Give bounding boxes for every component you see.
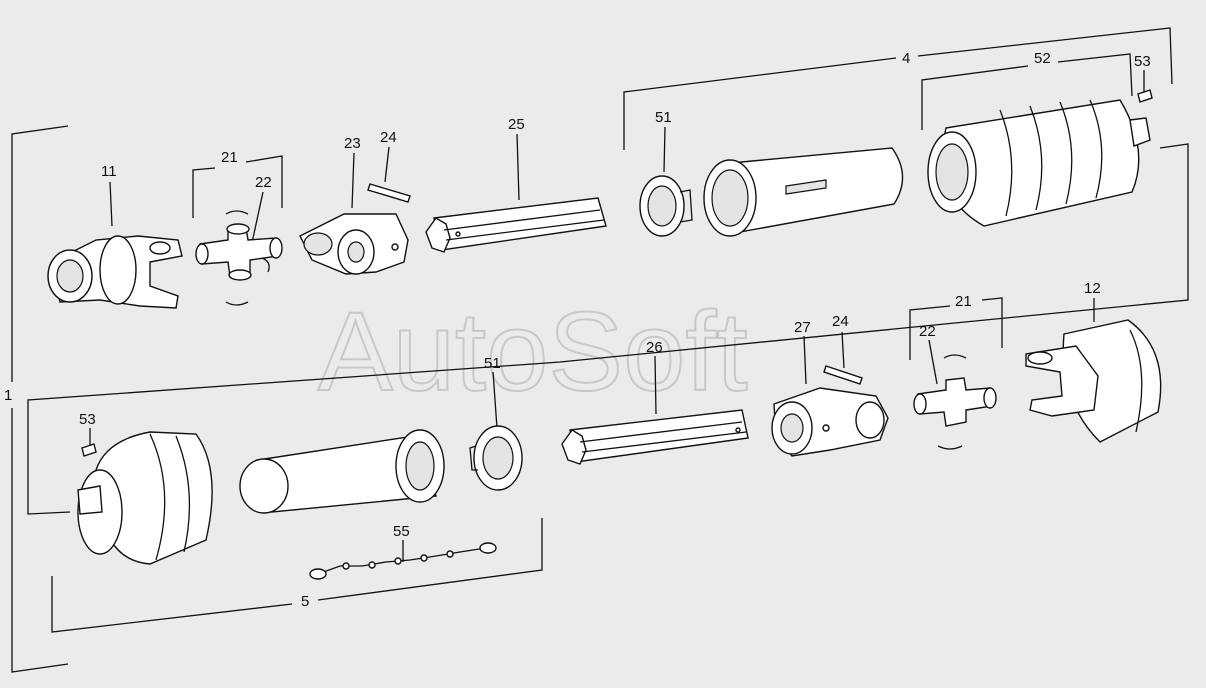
- leader-51-lower: [492, 371, 498, 429]
- label-51-upper: 51: [655, 109, 672, 126]
- label-53-lower: 53: [79, 411, 96, 428]
- part-23-inner-yoke[interactable]: [299, 213, 409, 275]
- leader-24-upper: [384, 146, 390, 183]
- bracket-1: [11, 125, 69, 673]
- bracket-52: [921, 53, 1133, 130]
- part-55-chain[interactable]: [309, 542, 497, 580]
- bellows-guard-lower[interactable]: [77, 431, 213, 565]
- bracket-21-upper: [192, 155, 283, 218]
- part-25-inner-tube[interactable]: [425, 197, 607, 253]
- label-26: 26: [646, 339, 663, 356]
- label-1: 1: [4, 387, 12, 404]
- label-22-upper: 22: [255, 174, 272, 191]
- label-53-upper: 53: [1134, 53, 1151, 70]
- bracket-21-lower: [909, 297, 1003, 360]
- leader-11: [109, 181, 113, 227]
- part-52-bellows-guard[interactable]: [927, 99, 1151, 227]
- part-26-inner-tube[interactable]: [561, 409, 749, 465]
- part-11-yoke[interactable]: [47, 235, 183, 309]
- leader-26: [654, 355, 657, 415]
- label-25: 25: [508, 116, 525, 133]
- label-23: 23: [344, 135, 361, 152]
- part-21-cross-lower[interactable]: [913, 354, 997, 450]
- bracket-5: [51, 518, 543, 633]
- leader-24-lower: [841, 331, 845, 369]
- label-51-lower: 51: [484, 355, 501, 372]
- part-53-screw-upper[interactable]: [1137, 89, 1153, 103]
- label-21-upper: 21: [221, 149, 238, 166]
- watermark: AutoSoft: [318, 289, 748, 414]
- part-24-pin-lower[interactable]: [823, 365, 863, 385]
- label-11: 11: [101, 163, 117, 180]
- label-52: 52: [1034, 50, 1051, 67]
- part-51-ring-upper[interactable]: [639, 175, 693, 237]
- assembly-frame: [27, 143, 1189, 515]
- label-21-lower: 21: [955, 293, 972, 310]
- label-5: 5: [301, 593, 309, 610]
- leader-22-lower: [928, 339, 938, 385]
- leader-27: [803, 335, 807, 385]
- part-27-inner-yoke[interactable]: [771, 387, 889, 457]
- label-24-upper: 24: [380, 129, 397, 146]
- part-53-screw-lower[interactable]: [81, 443, 97, 457]
- leader-51-upper: [663, 126, 666, 173]
- part-4-outer-guard-tube[interactable]: [703, 147, 904, 237]
- label-24-lower: 24: [832, 313, 849, 330]
- bracket-4: [623, 27, 1173, 150]
- label-27: 27: [794, 319, 811, 336]
- leader-23: [351, 152, 355, 209]
- part-24-pin-upper[interactable]: [367, 183, 411, 203]
- label-12: 12: [1084, 280, 1101, 297]
- part-5-outer-guard-tube[interactable]: [239, 429, 445, 514]
- label-4: 4: [902, 50, 910, 67]
- leader-25: [516, 133, 520, 201]
- part-21-cross-upper[interactable]: [195, 210, 283, 306]
- label-55: 55: [393, 523, 410, 540]
- part-51-ring-lower[interactable]: [469, 425, 523, 491]
- part-12-yoke-guard[interactable]: [1025, 319, 1162, 443]
- label-22-lower: 22: [919, 323, 936, 340]
